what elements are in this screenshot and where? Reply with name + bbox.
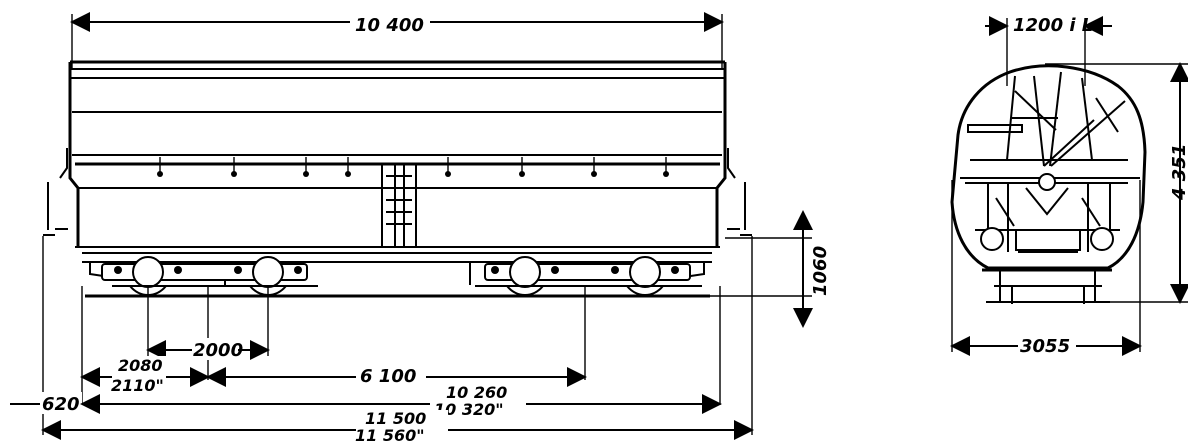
dim-6100-label: 6 100 bbox=[360, 366, 416, 387]
dim-2110-label: 2110" bbox=[111, 376, 164, 395]
side-view: 10 400 bbox=[10, 10, 831, 443]
dim-10260-label: 10 260 bbox=[446, 383, 507, 402]
dim-11560-label: 11 560" bbox=[355, 426, 425, 443]
end-view: 1200 i L bbox=[950, 15, 1188, 357]
width-3055-label: 3055 bbox=[1020, 336, 1070, 357]
top-width-label: 1200 i L bbox=[1013, 15, 1093, 36]
height-4351-label: 4 351 bbox=[1169, 144, 1188, 201]
height-1060-label: 1060 bbox=[810, 246, 831, 296]
overall-length-text-bg bbox=[350, 10, 430, 34]
dim-2000-label: 2000 bbox=[193, 340, 243, 361]
wagon-body bbox=[43, 60, 752, 248]
dim-11500-label: 11 500 bbox=[365, 409, 426, 428]
overall-length-label: 10 400 bbox=[355, 15, 424, 36]
dim-620-label: 620 bbox=[42, 394, 80, 415]
dim-2080-label: 2080 bbox=[118, 356, 163, 375]
end-view-outline bbox=[950, 64, 1147, 270]
dim-10320-label: 10 320" bbox=[434, 400, 504, 419]
bogie-left bbox=[101, 256, 318, 296]
